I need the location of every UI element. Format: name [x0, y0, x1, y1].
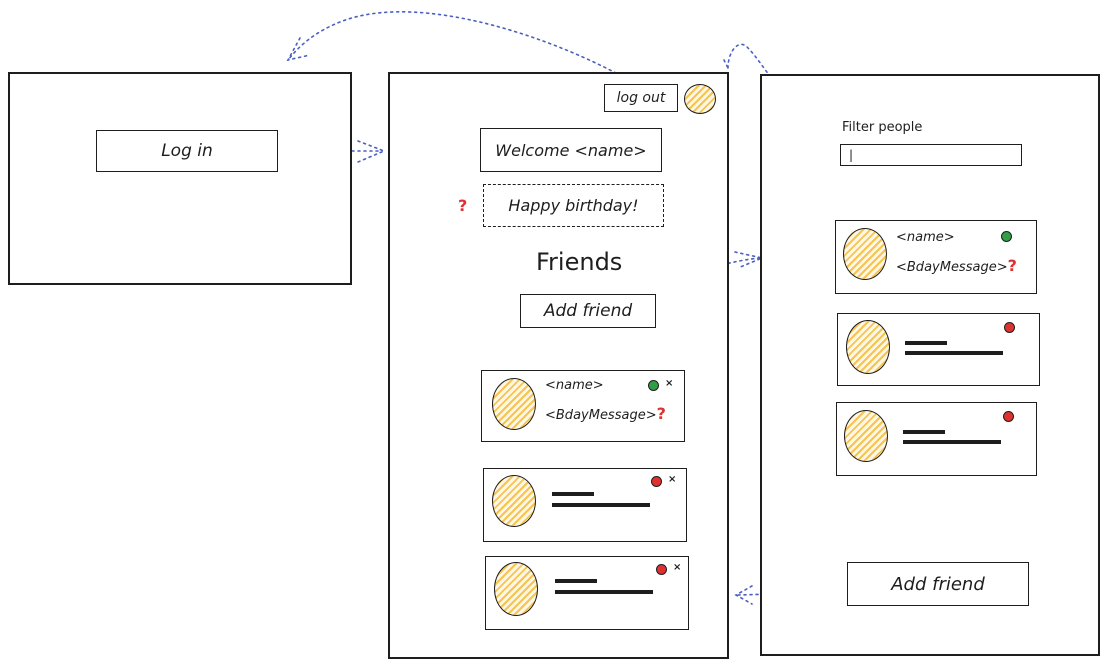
status-dot-offline	[651, 476, 662, 487]
person-avatar	[846, 320, 890, 374]
redacted-message-bar	[552, 503, 650, 507]
filter-input[interactable]: |	[840, 144, 1022, 166]
birthday-question-mark: ?	[458, 196, 468, 215]
friend-name: <name>	[545, 378, 604, 393]
birthday-banner: Happy birthday!	[483, 184, 664, 227]
person-avatar	[844, 410, 888, 462]
user-avatar[interactable]	[684, 84, 716, 114]
login-button[interactable]: Log in	[96, 130, 278, 172]
arrow-addfriend-to-people-head	[734, 251, 765, 269]
redacted-name-bar	[552, 492, 594, 496]
person-avatar	[843, 228, 887, 280]
logout-button[interactable]: log out	[604, 84, 678, 112]
people-screen	[760, 74, 1100, 656]
friend-bday-message: <BdayMessage>?	[545, 404, 666, 423]
redacted-name-bar	[903, 430, 945, 434]
arrow-avatar-to-people-head	[723, 59, 729, 69]
add-friend-button[interactable]: Add friend	[520, 294, 656, 328]
status-dot-offline	[656, 564, 667, 575]
redacted-message-bar	[555, 590, 653, 594]
remove-friend-icon[interactable]: ×	[665, 378, 674, 389]
arrow-people-addfriend-to-home-head	[734, 585, 753, 605]
remove-friend-icon[interactable]: ×	[668, 474, 677, 485]
friends-heading: Friends	[536, 248, 623, 276]
redacted-message-bar	[903, 440, 1001, 444]
remove-friend-icon[interactable]: ×	[673, 562, 682, 573]
friend-avatar	[492, 378, 536, 430]
status-dot-online	[648, 380, 659, 391]
redacted-name-bar	[555, 579, 597, 583]
login-screen	[8, 72, 352, 285]
friend-avatar	[492, 475, 536, 527]
status-dot-online	[1001, 231, 1012, 242]
bday-question-mark: ?	[1007, 256, 1017, 275]
person-name: <name>	[896, 230, 955, 245]
redacted-name-bar	[905, 341, 947, 345]
status-dot-offline	[1003, 411, 1014, 422]
welcome-banner: Welcome <name>	[480, 128, 662, 172]
redacted-message-bar	[905, 351, 1003, 355]
status-dot-offline	[1004, 322, 1015, 333]
arrow-login-to-home-head	[357, 140, 387, 163]
filter-label: Filter people	[842, 120, 923, 135]
arrow-logout-to-login-head	[286, 37, 311, 62]
person-bday-message: <BdayMessage>?	[896, 256, 1017, 275]
friend-avatar	[494, 562, 538, 616]
people-add-friend-button[interactable]: Add friend	[847, 562, 1029, 606]
bday-question-mark: ?	[656, 404, 666, 423]
